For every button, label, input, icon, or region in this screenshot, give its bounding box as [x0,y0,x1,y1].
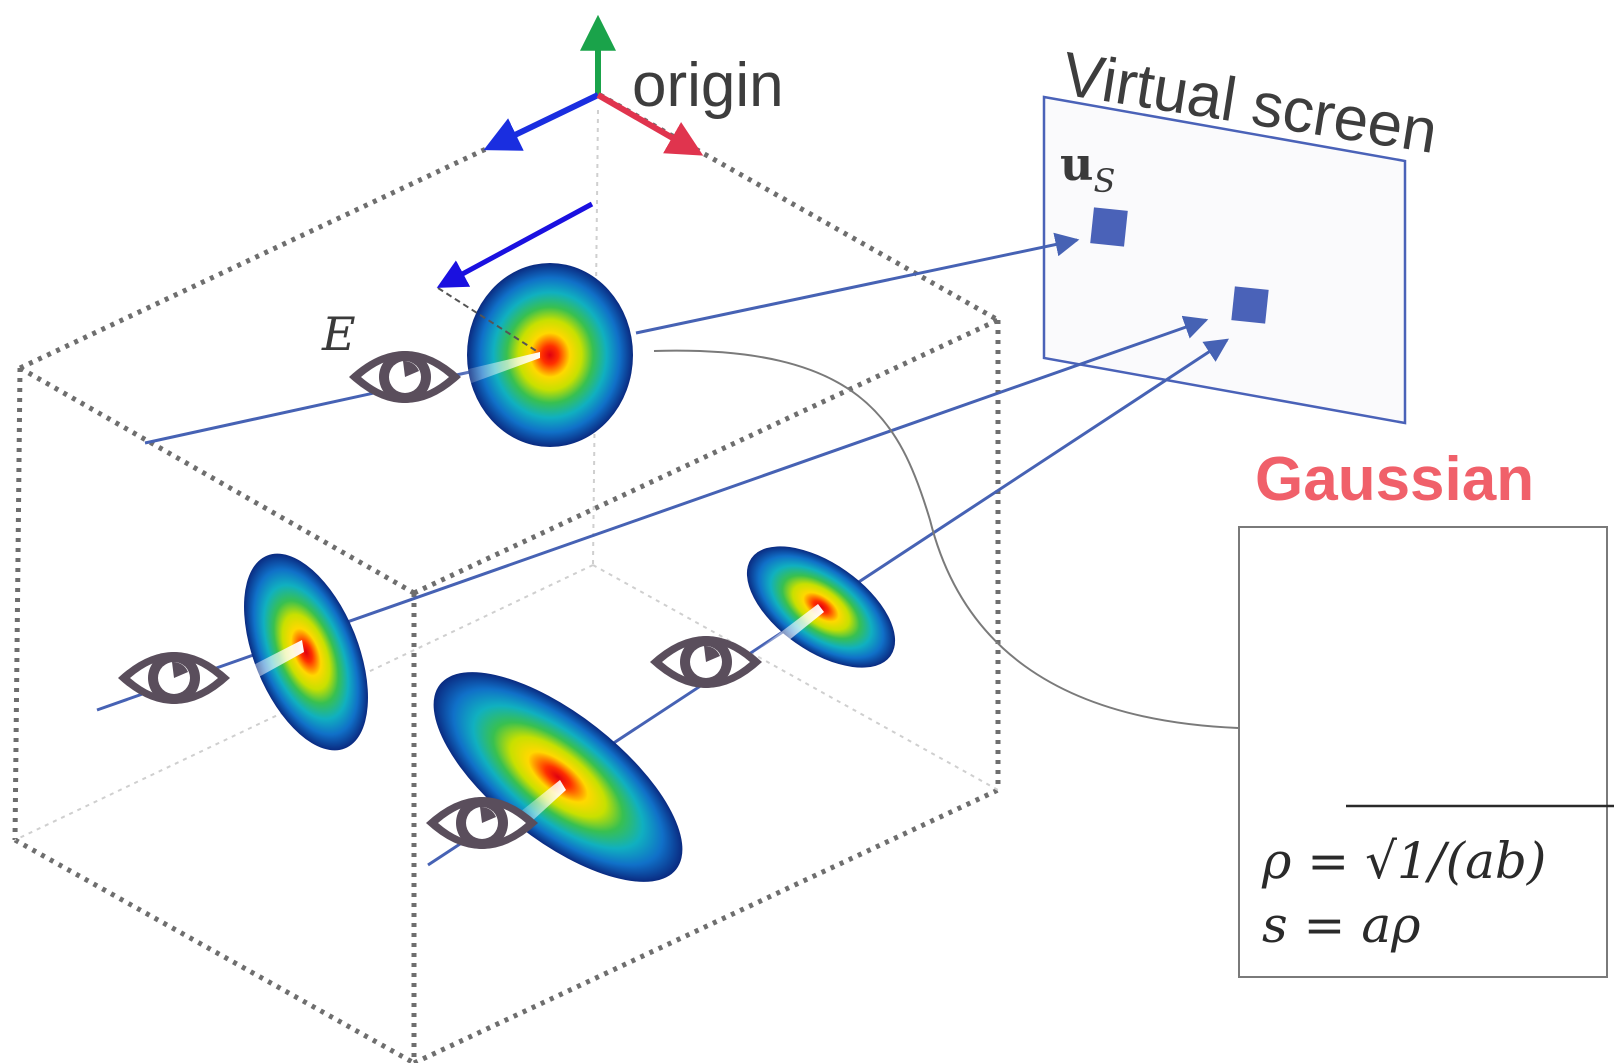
eye-glint-top [456,352,540,388]
gaussian-top [467,263,633,447]
origin-label: origin [632,51,784,120]
screen-point-label: uS [1060,137,1115,200]
gaussian-left [244,553,368,751]
gaussian-inset-frame [1238,526,1608,978]
virtual-screen [1042,95,1407,425]
formula-s: s = aρ [1262,896,1421,954]
eye-glint-left [224,640,304,694]
origin-axes [483,14,704,156]
gaussian-right [746,546,896,668]
eye-label: E [321,307,356,361]
gaussian-title: Gaussian [1255,445,1534,514]
zoom-connector [653,349,1239,729]
camera-direction-arrow [436,201,594,288]
eye-icon [650,636,762,688]
gaussian-bottom [433,672,683,882]
screen-pixel-1 [1090,207,1128,247]
bounding-box [12,92,1001,1063]
sqrt-overline [1346,804,1614,808]
formula-rho: ρ = √1/(ab) [1262,832,1547,890]
screen-pixel-2 [1231,286,1269,324]
eye-glint-right [744,604,824,670]
